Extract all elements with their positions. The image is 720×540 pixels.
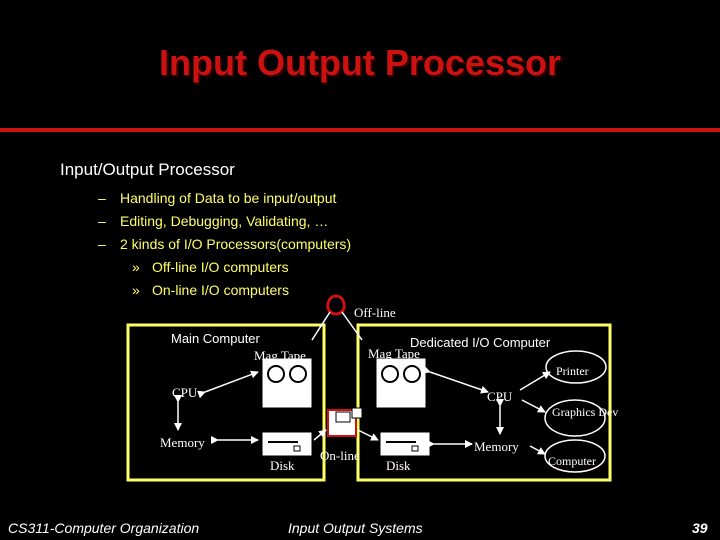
offline-label: Off-line [354, 305, 396, 320]
memory-right-label: Memory [474, 439, 519, 454]
graphics-label-text: Graphics Dev [552, 405, 618, 419]
disk-left-label: Disk [270, 458, 295, 473]
dash-marker: – [98, 236, 106, 252]
dash-marker: – [98, 213, 106, 229]
cpu-right-label: CPU [487, 389, 513, 404]
footer-course: CS311-Computer Organization [8, 520, 200, 536]
title-divider [0, 128, 720, 132]
sub-item-text: Editing, Debugging, Validating, … [120, 213, 329, 229]
mag-tape-right-label: Mag Tape [368, 346, 420, 361]
arrow-memory-to-computer [529, 445, 546, 455]
dedicated-computer-label: Dedicated I/O Computer [410, 335, 551, 350]
arrow-tape-right-to-cpu [422, 365, 489, 394]
subsub-item-text: Off-line I/O computers [152, 259, 289, 275]
slide-title: Input Output Processor [158, 42, 561, 83]
mag-tape-left-icon [261, 357, 313, 409]
arrow-cpu-to-graphics [521, 399, 546, 413]
footer-topic: Input Output Systems [288, 520, 423, 536]
arrow-disk-left-to-terminal [313, 429, 327, 441]
subsub-item-text: On-line I/O computers [152, 282, 289, 298]
offline-link-left [311, 311, 331, 341]
online-label: On-line [320, 448, 360, 463]
dash-marker: – [98, 190, 106, 206]
main-computer-box [126, 323, 326, 482]
dedicated-computer-box [356, 323, 612, 482]
guillemet-marker: » [132, 259, 140, 275]
disk-left-icon [261, 431, 313, 457]
subsub-item-2: » On-line I/O computers [132, 282, 289, 298]
arrow-cpu-left-to-tape [197, 370, 259, 399]
footer-page-number: 39 [692, 520, 708, 536]
sub-item-3: –2 kinds of I/O Processors(computers) [98, 236, 351, 252]
sub-item-2: –Editing, Debugging, Validating, … [98, 213, 328, 229]
main-computer-label: Main Computer [171, 331, 261, 346]
graphics-label: Graphics Dev [552, 405, 618, 419]
printer-oval [545, 350, 607, 384]
disk-right-icon [379, 431, 431, 457]
arrow-terminal-to-disk-right [357, 429, 379, 441]
sub-item-text: 2 kinds of I/O Processors(computers) [120, 236, 352, 252]
sub-item-text: Handling of Data to be input/output [120, 190, 337, 206]
online-terminal-icon [327, 407, 363, 437]
cpu-left-label: CPU [172, 385, 198, 400]
printer-label: Printer [556, 364, 589, 378]
computer-label: Computer [548, 454, 596, 468]
mag-tape-left-label: Mag Tape [254, 348, 306, 363]
graphics-oval [544, 399, 606, 437]
mag-tape-right-icon [375, 357, 427, 409]
memory-left-label: Memory [160, 435, 205, 450]
offline-exchange-icon [326, 294, 346, 316]
computer-oval [544, 439, 606, 473]
disk-right-label: Disk [386, 458, 411, 473]
bullet-main: Input/Output Processor [60, 160, 235, 179]
subsub-item-1: » Off-line I/O computers [132, 259, 289, 275]
sub-item-1: –Handling of Data to be input/output [98, 190, 336, 206]
arrow-cpu-to-printer [519, 371, 551, 391]
guillemet-marker: » [132, 282, 140, 298]
offline-link-right [341, 311, 363, 341]
